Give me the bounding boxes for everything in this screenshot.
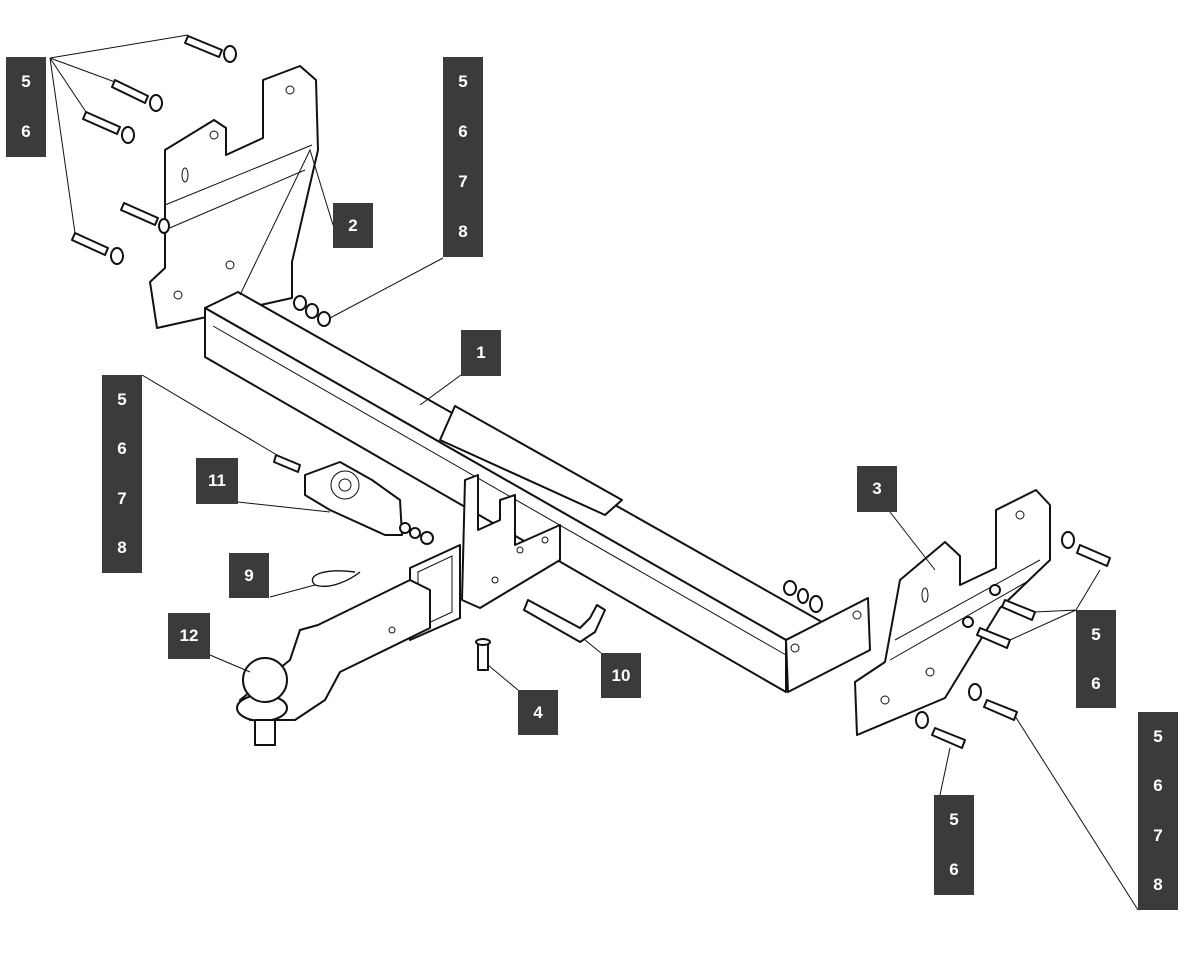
- part-number: 5: [949, 810, 959, 829]
- callout-bottom-right-fasteners: 5 6: [934, 795, 974, 895]
- part-number: 3: [872, 479, 882, 498]
- part-number: 8: [117, 538, 127, 558]
- part-number: 7: [1153, 825, 1163, 845]
- part-number: 5: [1091, 624, 1101, 644]
- part-number: 7: [117, 488, 127, 508]
- callout-right-fasteners: 5 6: [1076, 610, 1116, 708]
- callout-far-right-fasteners: 5 6 7 8: [1138, 712, 1178, 910]
- callout-top-left-fasteners: 5 6: [6, 57, 46, 157]
- right-mounting-bracket: [854, 489, 1051, 736]
- part-number: 5: [21, 72, 31, 91]
- part-number: 6: [117, 439, 127, 459]
- main-crossbar: [204, 291, 871, 693]
- callout-part-4: 4: [518, 690, 558, 735]
- part-number: 8: [458, 222, 468, 241]
- part-number: 9: [244, 565, 254, 585]
- r-clip: [311, 570, 361, 587]
- electrical-socket-plate: [273, 454, 434, 545]
- part-number: 5: [1153, 726, 1163, 746]
- part-number: 5: [117, 389, 127, 409]
- part-number: 6: [1091, 673, 1101, 693]
- part-number: 6: [1153, 776, 1163, 796]
- part-number: 10: [611, 665, 631, 685]
- ball-mount: [236, 579, 431, 746]
- leader-lines: [49, 34, 1139, 911]
- callout-part-12: 12: [168, 613, 210, 659]
- callout-part-9: 9: [229, 553, 269, 598]
- part-number: 6: [21, 122, 31, 141]
- part-number: 6: [458, 122, 468, 141]
- fasteners: [71, 35, 1111, 749]
- callout-part-11: 11: [196, 458, 238, 504]
- left-mounting-bracket: [149, 65, 319, 329]
- callout-part-3: 3: [857, 466, 897, 512]
- callout-part-1: 1: [461, 330, 501, 376]
- bolt-part-4: [475, 638, 491, 671]
- part-number: 5: [458, 72, 468, 91]
- part-number: 8: [1153, 875, 1163, 895]
- callout-part-2: 2: [333, 203, 373, 248]
- callout-top-center-fasteners: 5 6 7 8: [443, 57, 483, 257]
- part-number: 12: [179, 626, 199, 645]
- callout-left-fasteners: 5 6 7 8: [102, 375, 142, 573]
- callout-part-10: 10: [601, 653, 641, 698]
- part-number: 6: [949, 860, 959, 879]
- part-number: 2: [348, 215, 358, 235]
- part-number: 1: [476, 343, 486, 362]
- part-number: 11: [208, 471, 226, 490]
- tow-pin: [523, 599, 606, 643]
- part-number: 4: [533, 702, 543, 722]
- part-number: 7: [458, 172, 468, 191]
